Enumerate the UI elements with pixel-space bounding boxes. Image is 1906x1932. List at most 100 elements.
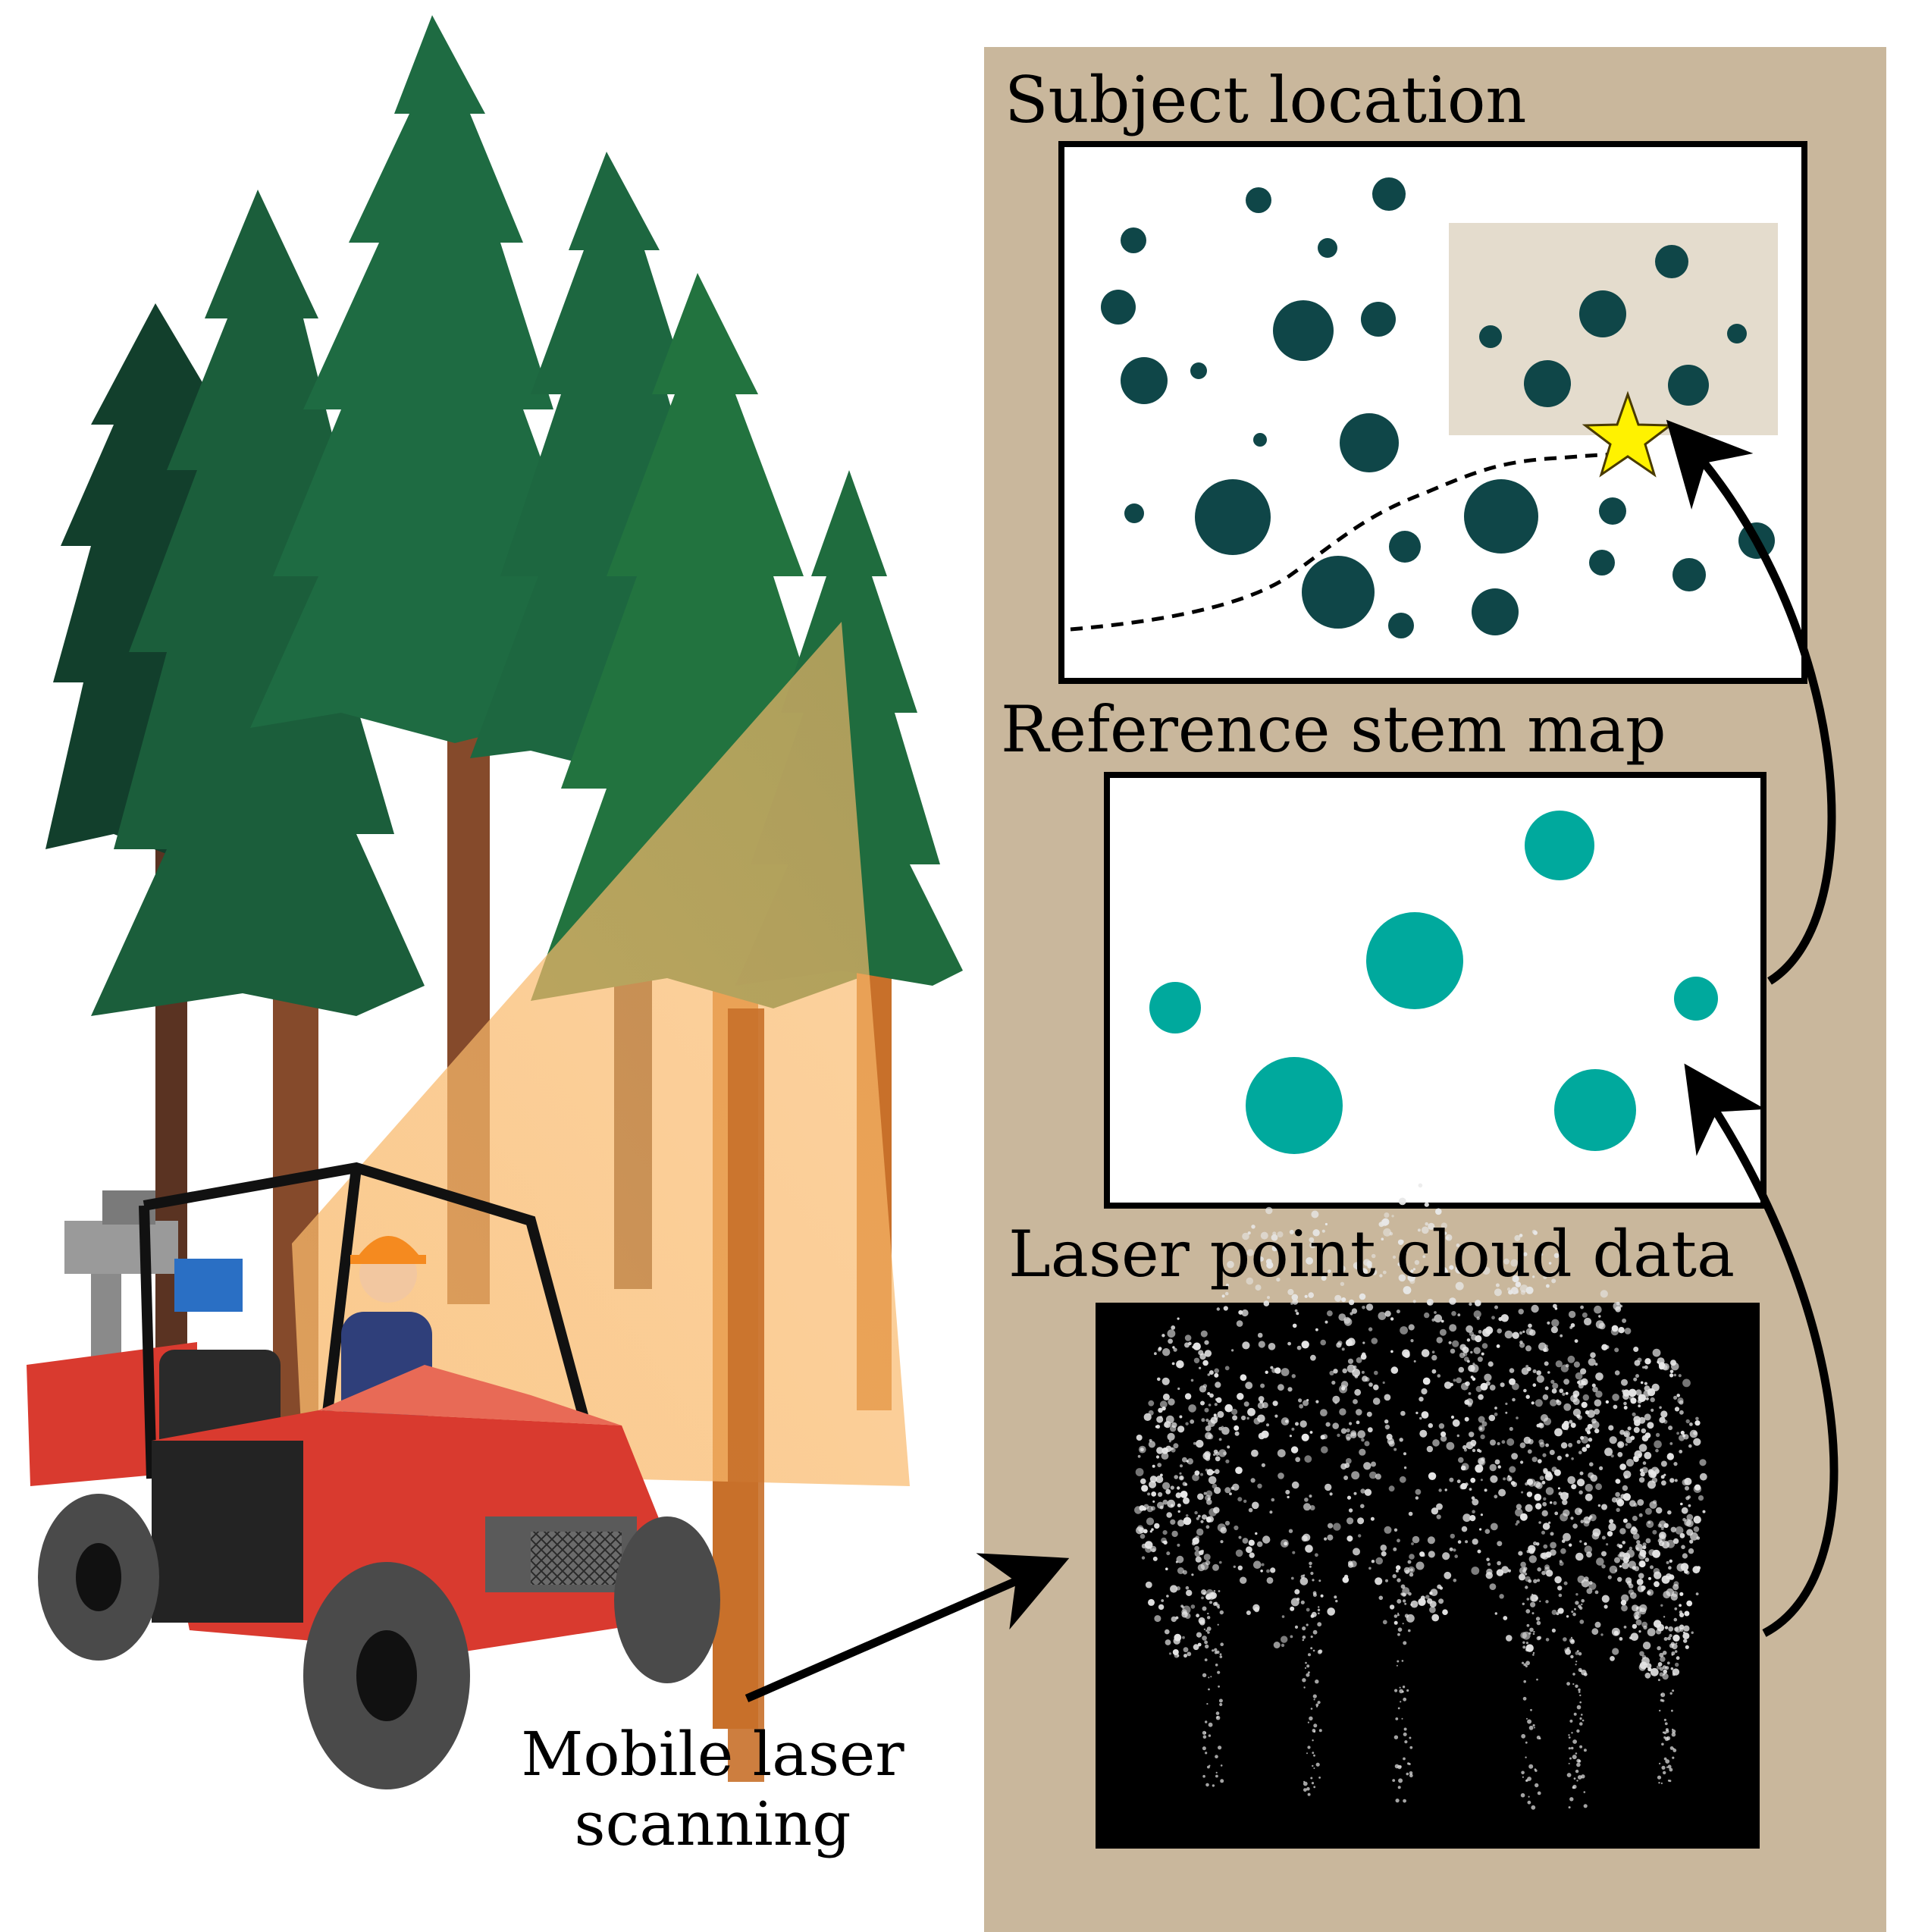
point-cloud-point xyxy=(1173,1443,1179,1449)
point-cloud-point xyxy=(1469,1515,1476,1522)
point-cloud-point xyxy=(1273,1642,1281,1648)
point-cloud-point xyxy=(1168,1440,1171,1443)
point-cloud-point xyxy=(1637,1499,1644,1506)
point-cloud-point xyxy=(1219,1702,1223,1707)
point-cloud-point xyxy=(1641,1466,1648,1474)
point-cloud-point xyxy=(1670,1642,1675,1646)
point-cloud-point xyxy=(1310,1571,1314,1576)
point-cloud-point xyxy=(1689,1422,1693,1426)
point-cloud-point xyxy=(1159,1505,1164,1510)
point-cloud-point xyxy=(1339,1408,1346,1416)
point-cloud-point xyxy=(1395,1717,1399,1720)
point-cloud-point xyxy=(1635,1543,1644,1551)
point-cloud-point xyxy=(1409,1573,1414,1577)
point-cloud-point xyxy=(1647,1667,1652,1672)
point-cloud-point xyxy=(1370,1516,1375,1521)
point-cloud-point xyxy=(1522,1569,1526,1573)
point-cloud-point xyxy=(1339,1265,1346,1272)
point-cloud-point xyxy=(1553,1253,1560,1259)
point-cloud-point xyxy=(1340,1381,1349,1388)
point-cloud-point xyxy=(1402,1623,1404,1625)
point-cloud-point xyxy=(1301,1433,1309,1441)
point-cloud-point xyxy=(1503,1477,1506,1481)
point-cloud-point xyxy=(1642,1366,1645,1369)
point-cloud-point xyxy=(1277,1449,1286,1457)
point-cloud-point xyxy=(1622,1389,1625,1393)
point-cloud-point xyxy=(1572,1683,1575,1686)
point-cloud-point xyxy=(1500,1314,1509,1322)
point-cloud-point xyxy=(1246,1277,1254,1285)
point-cloud-point xyxy=(1227,1445,1230,1449)
point-cloud-point xyxy=(1161,1377,1170,1385)
point-cloud-point xyxy=(1242,1538,1249,1544)
point-cloud-point xyxy=(1368,1327,1373,1331)
point-cloud-point xyxy=(1679,1532,1685,1538)
point-cloud-point xyxy=(1152,1548,1156,1552)
point-cloud-point xyxy=(1397,1614,1400,1617)
point-cloud-point xyxy=(1327,1310,1333,1316)
point-cloud-point xyxy=(1563,1509,1570,1517)
point-cloud-point xyxy=(1650,1565,1654,1570)
point-cloud-point xyxy=(1183,1497,1190,1504)
point-cloud-point xyxy=(1296,1312,1299,1316)
point-cloud-point xyxy=(1623,1432,1629,1438)
point-cloud-point xyxy=(1216,1397,1222,1404)
point-cloud-point xyxy=(1679,1592,1684,1596)
point-cloud-point xyxy=(1215,1711,1220,1715)
point-cloud-point xyxy=(1478,1425,1485,1432)
point-cloud-point xyxy=(1259,1400,1264,1404)
point-cloud-point xyxy=(1187,1651,1192,1657)
point-cloud-point xyxy=(1215,1456,1221,1462)
point-cloud-point xyxy=(1521,1367,1529,1375)
point-cloud-point xyxy=(1174,1475,1178,1479)
point-cloud-point xyxy=(1660,1698,1663,1702)
stem-marker xyxy=(1727,324,1747,343)
point-cloud-point xyxy=(1340,1281,1345,1287)
point-cloud-point xyxy=(1589,1462,1594,1466)
point-cloud-point xyxy=(1562,1499,1568,1505)
point-cloud-point xyxy=(1541,1510,1548,1517)
point-cloud-point xyxy=(1267,1296,1270,1300)
point-cloud-point xyxy=(1406,1772,1409,1776)
point-cloud-point xyxy=(1197,1514,1201,1518)
point-cloud-point xyxy=(1535,1542,1540,1546)
point-cloud-point xyxy=(1639,1651,1644,1657)
point-cloud-point xyxy=(1219,1560,1222,1564)
point-cloud-point xyxy=(1148,1400,1155,1407)
point-cloud-point xyxy=(1623,1401,1627,1406)
point-cloud-point xyxy=(1659,1652,1664,1658)
point-cloud-point xyxy=(1216,1307,1221,1311)
stem-marker xyxy=(1273,300,1334,361)
point-cloud-point xyxy=(1579,1471,1584,1476)
point-cloud-point xyxy=(1573,1394,1578,1398)
point-cloud-point xyxy=(1346,1364,1356,1373)
point-cloud-point xyxy=(1237,1565,1243,1570)
point-cloud-point xyxy=(1299,1577,1309,1585)
point-cloud-point xyxy=(1158,1604,1165,1611)
point-cloud-point xyxy=(1454,1554,1458,1558)
point-cloud-point xyxy=(1665,1666,1669,1670)
point-cloud-point xyxy=(1266,1569,1270,1573)
point-cloud-point xyxy=(1429,1592,1433,1595)
point-cloud-point xyxy=(1402,1690,1404,1693)
point-cloud-point xyxy=(1397,1786,1401,1789)
point-cloud-point xyxy=(1212,1784,1215,1787)
point-cloud-point xyxy=(1522,1330,1525,1333)
point-cloud-point xyxy=(1473,1310,1481,1319)
point-cloud-point xyxy=(1560,1442,1568,1449)
point-cloud-point xyxy=(1158,1407,1163,1413)
point-cloud-point xyxy=(1188,1404,1196,1413)
point-cloud-point xyxy=(1350,1432,1357,1438)
point-cloud-point xyxy=(1419,1429,1428,1438)
point-cloud-point xyxy=(1644,1451,1652,1460)
point-cloud-point xyxy=(1647,1422,1654,1429)
point-cloud-point xyxy=(1632,1566,1636,1570)
point-cloud-point xyxy=(1235,1466,1243,1474)
point-cloud-point xyxy=(1400,1410,1406,1416)
point-cloud-point xyxy=(1438,1488,1442,1492)
point-cloud-point xyxy=(1497,1541,1503,1547)
point-cloud-point xyxy=(1622,1541,1625,1545)
point-cloud-point xyxy=(1248,1507,1253,1513)
reference-stem-map-label: Reference stem map xyxy=(1001,692,1666,767)
point-cloud-point xyxy=(1559,1388,1564,1394)
